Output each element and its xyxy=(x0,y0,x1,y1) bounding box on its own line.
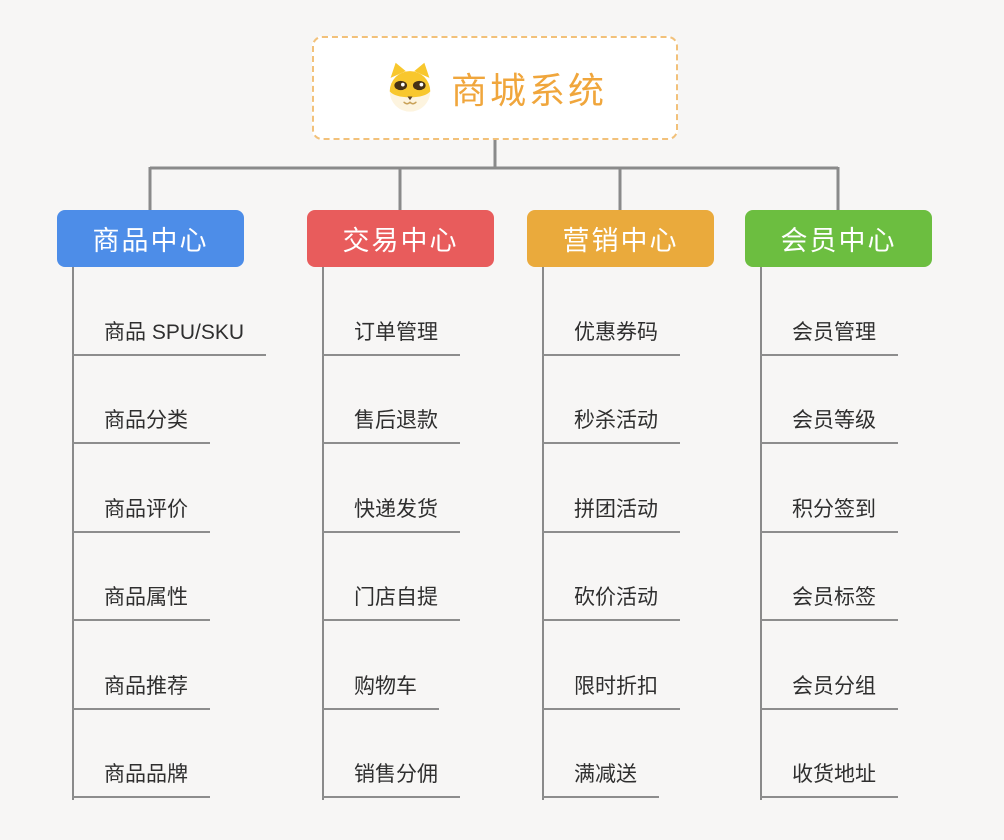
branch-topic-label: 商品中心 xyxy=(92,226,209,256)
branch-spine xyxy=(760,267,762,800)
topic-item[interactable]: 快递发货 xyxy=(322,493,460,533)
branch-topic-member-center[interactable]: 会员中心 xyxy=(745,210,932,267)
topic-item[interactable]: 商品 SPU/SKU xyxy=(72,316,267,356)
topic-item[interactable]: 秒杀活动 xyxy=(542,404,680,444)
topic-item[interactable]: 购物车 xyxy=(322,670,439,710)
branch-topic-label: 营销中心 xyxy=(562,226,679,256)
branch-spine xyxy=(72,267,74,800)
branch-items-product-center: 商品 SPU/SKU 商品分类 商品评价 商品属性 商品推荐 商品品牌 xyxy=(72,267,267,798)
root-topic-label: 商城系统 xyxy=(450,70,607,111)
branch-items-member-center: 会员管理 会员等级 积分签到 会员标签 会员分组 收货地址 xyxy=(760,267,898,798)
topic-item[interactable]: 商品评价 xyxy=(72,493,210,533)
branch-topic-product-center[interactable]: 商品中心 xyxy=(57,210,244,267)
topic-item[interactable]: 限时折扣 xyxy=(542,670,680,710)
topic-item[interactable]: 商品属性 xyxy=(72,581,210,621)
branch-topic-trade-center[interactable]: 交易中心 xyxy=(307,210,494,267)
topic-item[interactable]: 满减送 xyxy=(542,758,659,798)
branch-items-marketing-center: 优惠券码 秒杀活动 拼团活动 砍价活动 限时折扣 满减送 xyxy=(542,267,680,798)
branch-spine xyxy=(322,267,324,800)
branch-items-trade-center: 订单管理 售后退款 快递发货 门店自提 购物车 销售分佣 xyxy=(322,267,460,798)
branch-topic-marketing-center[interactable]: 营销中心 xyxy=(527,210,714,267)
topic-item[interactable]: 商品推荐 xyxy=(72,670,210,710)
topic-item[interactable]: 会员等级 xyxy=(760,404,898,444)
topic-item[interactable]: 商品品牌 xyxy=(72,758,210,798)
topic-item[interactable]: 拼团活动 xyxy=(542,493,680,533)
branch-topic-label: 会员中心 xyxy=(780,226,897,256)
dog-face-icon xyxy=(389,62,431,112)
root-topic[interactable]: 商城系统 xyxy=(312,36,678,140)
topic-item[interactable]: 门店自提 xyxy=(322,581,460,621)
topic-item[interactable]: 销售分佣 xyxy=(322,758,460,798)
topic-item[interactable]: 积分签到 xyxy=(760,493,898,533)
topic-item[interactable]: 售后退款 xyxy=(322,404,460,444)
branch-spine xyxy=(542,267,544,800)
topic-item[interactable]: 会员标签 xyxy=(760,581,898,621)
topic-item[interactable]: 收货地址 xyxy=(760,758,898,798)
topic-item[interactable]: 会员分组 xyxy=(760,670,898,710)
topic-item[interactable]: 订单管理 xyxy=(322,316,460,356)
topic-item[interactable]: 商品分类 xyxy=(72,404,210,444)
topic-item[interactable]: 砍价活动 xyxy=(542,581,680,621)
branch-topic-label: 交易中心 xyxy=(342,226,459,256)
topic-item[interactable]: 会员管理 xyxy=(760,316,898,356)
topic-item[interactable]: 优惠券码 xyxy=(542,316,680,356)
